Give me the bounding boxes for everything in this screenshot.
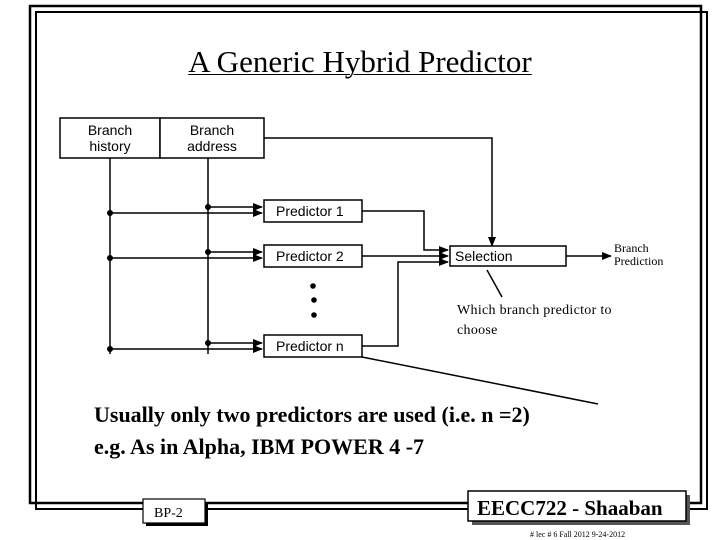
selection-annotation: Which branch predictor to choose xyxy=(457,303,612,338)
note-line-1: Usually only two predictors are used (i.… xyxy=(94,402,530,427)
annotation-pointer xyxy=(486,269,503,298)
branch-address-label: Branch address xyxy=(187,122,237,154)
ellipsis-dot xyxy=(310,283,316,289)
selection-label: Selection xyxy=(455,248,513,264)
slide-frame xyxy=(28,4,703,505)
note-line-2: e.g. As in Alpha, IBM POWER 4 -7 xyxy=(94,434,425,459)
note-pointer xyxy=(361,356,599,405)
slide-frame-shadow xyxy=(35,11,708,510)
footer-brand: EECC722 - Shaaban xyxy=(477,496,663,520)
address-to-selection xyxy=(264,137,496,247)
branch-history-label: Branch history xyxy=(87,122,133,154)
slide-code-box xyxy=(142,498,206,524)
predictor-2-label: Predictor 2 xyxy=(276,248,344,264)
predictor-1-label: Predictor 1 xyxy=(276,203,344,219)
page-title: A Generic Hybrid Predictor xyxy=(188,44,532,79)
branch-prediction-label: Branch Prediction xyxy=(614,241,664,268)
ellipsis-dot xyxy=(311,297,317,303)
branch-address-box xyxy=(159,117,265,159)
slide-code: BP-2 xyxy=(154,506,183,521)
footer-info: # lec # 6 Fall 2012 9-24-2012 xyxy=(530,530,626,539)
pn-to-selection xyxy=(362,258,449,347)
brand-box xyxy=(467,490,687,522)
p1-to-selection xyxy=(362,210,449,254)
predictor-n-label: Predictor n xyxy=(276,338,344,354)
ellipsis-dot xyxy=(311,312,317,318)
